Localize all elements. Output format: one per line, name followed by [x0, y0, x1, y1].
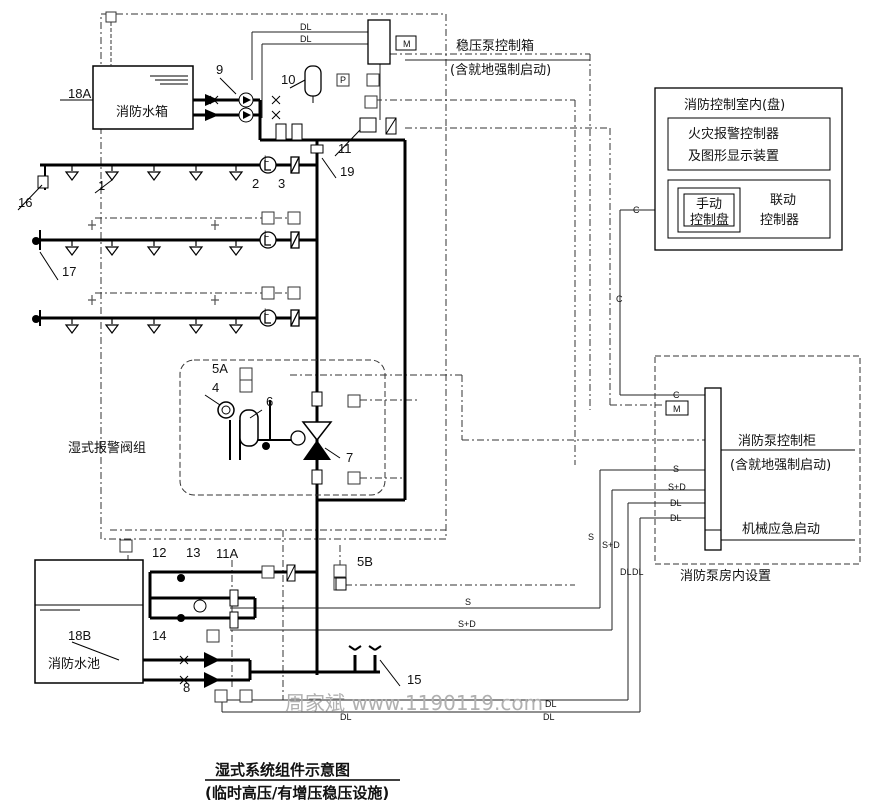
callout-11: 11	[338, 141, 352, 156]
wire-c-2: C	[616, 294, 623, 304]
pump-room-label: 消防泵房内设置	[680, 568, 771, 584]
callout-19: 19	[340, 164, 354, 179]
manual-panel-label-1: 手动	[696, 197, 722, 212]
pressure-box-label: 稳压泵控制箱	[456, 38, 534, 54]
callout-11A: 11A	[216, 546, 238, 561]
wire-dl-2: DL	[300, 34, 312, 44]
callout-15: 15	[407, 672, 421, 687]
callout-5B: 5B	[357, 554, 373, 569]
pump-cabinet-label: 消防泵控制柜	[738, 433, 816, 449]
wire-m: M	[673, 404, 681, 414]
callout-12: 12	[152, 545, 166, 560]
branch-drops	[39, 165, 300, 460]
pressure-pump-control-box	[310, 19, 417, 154]
callout-18A: 18A	[68, 86, 91, 101]
wire-dl-vertical-2: DL	[632, 567, 644, 577]
bottom-equipment	[177, 564, 382, 688]
flow-indicator-marks	[264, 160, 271, 324]
flow-l-1: L	[264, 154, 269, 164]
pressure-vessel	[304, 65, 322, 103]
fire-alarm-label-1: 火灾报警控制器	[688, 126, 779, 142]
wire-dl-bottom-3: DL	[340, 712, 352, 722]
solid-signal-lines	[221, 31, 705, 713]
callout-9: 9	[216, 62, 223, 77]
wire-dl-vertical-1: DL	[620, 567, 632, 577]
callout-5A: 5A	[212, 361, 228, 376]
alarm-valve-group-label: 湿式报警阀组	[68, 440, 146, 456]
pump-cabinet-sublabel: (含就地强制启动)	[730, 457, 831, 473]
caption-subtitle: (临时高压/有增压稳压设施)	[205, 784, 389, 802]
wire-dl-4: DL	[670, 513, 682, 523]
callout-6: 6	[266, 394, 273, 409]
alarm-valve-group	[179, 359, 386, 496]
callout-14: 14	[152, 628, 166, 643]
callout-8: 8	[183, 680, 190, 695]
linkage-label-2: 控制器	[760, 213, 799, 228]
water-tank-label: 消防水箱	[116, 104, 168, 120]
watermark: 周家斌 www.1190119.com	[285, 691, 543, 715]
wire-dl-1: DL	[300, 22, 312, 32]
wire-sd-vertical: S+D	[602, 540, 620, 550]
control-room-label: 消防控制室内(盘)	[684, 97, 785, 113]
callout-2: 2	[252, 176, 259, 191]
end-test-devices	[32, 175, 49, 323]
wire-s-vertical: S	[588, 532, 594, 542]
linkage-label-1: 联动	[770, 193, 796, 208]
flow-l-2: L	[264, 229, 269, 239]
pressure-switch-label: P	[340, 75, 346, 85]
pump-room	[654, 355, 861, 565]
flow-indicators	[259, 156, 300, 327]
callout-17: 17	[62, 264, 76, 279]
sprinklers	[64, 165, 244, 334]
wire-s-bottom: S	[465, 597, 471, 607]
wire-dl-3: DL	[670, 498, 682, 508]
water-pool-label: 消防水池	[48, 656, 100, 672]
motor-label: M	[403, 39, 411, 49]
callout-10: 10	[281, 72, 295, 87]
mech-start-label: 机械应急启动	[742, 521, 820, 537]
manual-panel-label-2: 控制盘	[690, 212, 729, 228]
wire-s: S	[673, 464, 679, 474]
callout-4: 4	[212, 380, 219, 395]
fire-control-room	[654, 87, 843, 251]
wire-sd: S+D	[668, 482, 686, 492]
callout-3: 3	[278, 176, 285, 191]
callout-18B: 18B	[68, 628, 91, 643]
fire-alarm-label-2: 及图形显示装置	[688, 149, 779, 164]
callout-1: 1	[98, 178, 105, 193]
wire-sd-bottom: S+D	[458, 619, 476, 629]
caption-title: 湿式系统组件示意图	[215, 761, 350, 779]
leader-lines	[17, 77, 401, 687]
wire-c-3: C	[673, 390, 680, 400]
flow-l-3: L	[264, 307, 269, 317]
fire-water-pool	[34, 559, 144, 684]
wire-c-1: C	[633, 205, 640, 215]
fire-water-tank	[92, 22, 194, 130]
booster-pumps	[205, 92, 303, 141]
wire-dl-bottom-1: DL	[545, 699, 557, 709]
callout-13: 13	[186, 545, 200, 560]
wire-dl-bottom-2: DL	[543, 712, 555, 722]
pressure-box-sublabel: (含就地强制启动)	[450, 62, 551, 78]
callout-7: 7	[346, 450, 353, 465]
